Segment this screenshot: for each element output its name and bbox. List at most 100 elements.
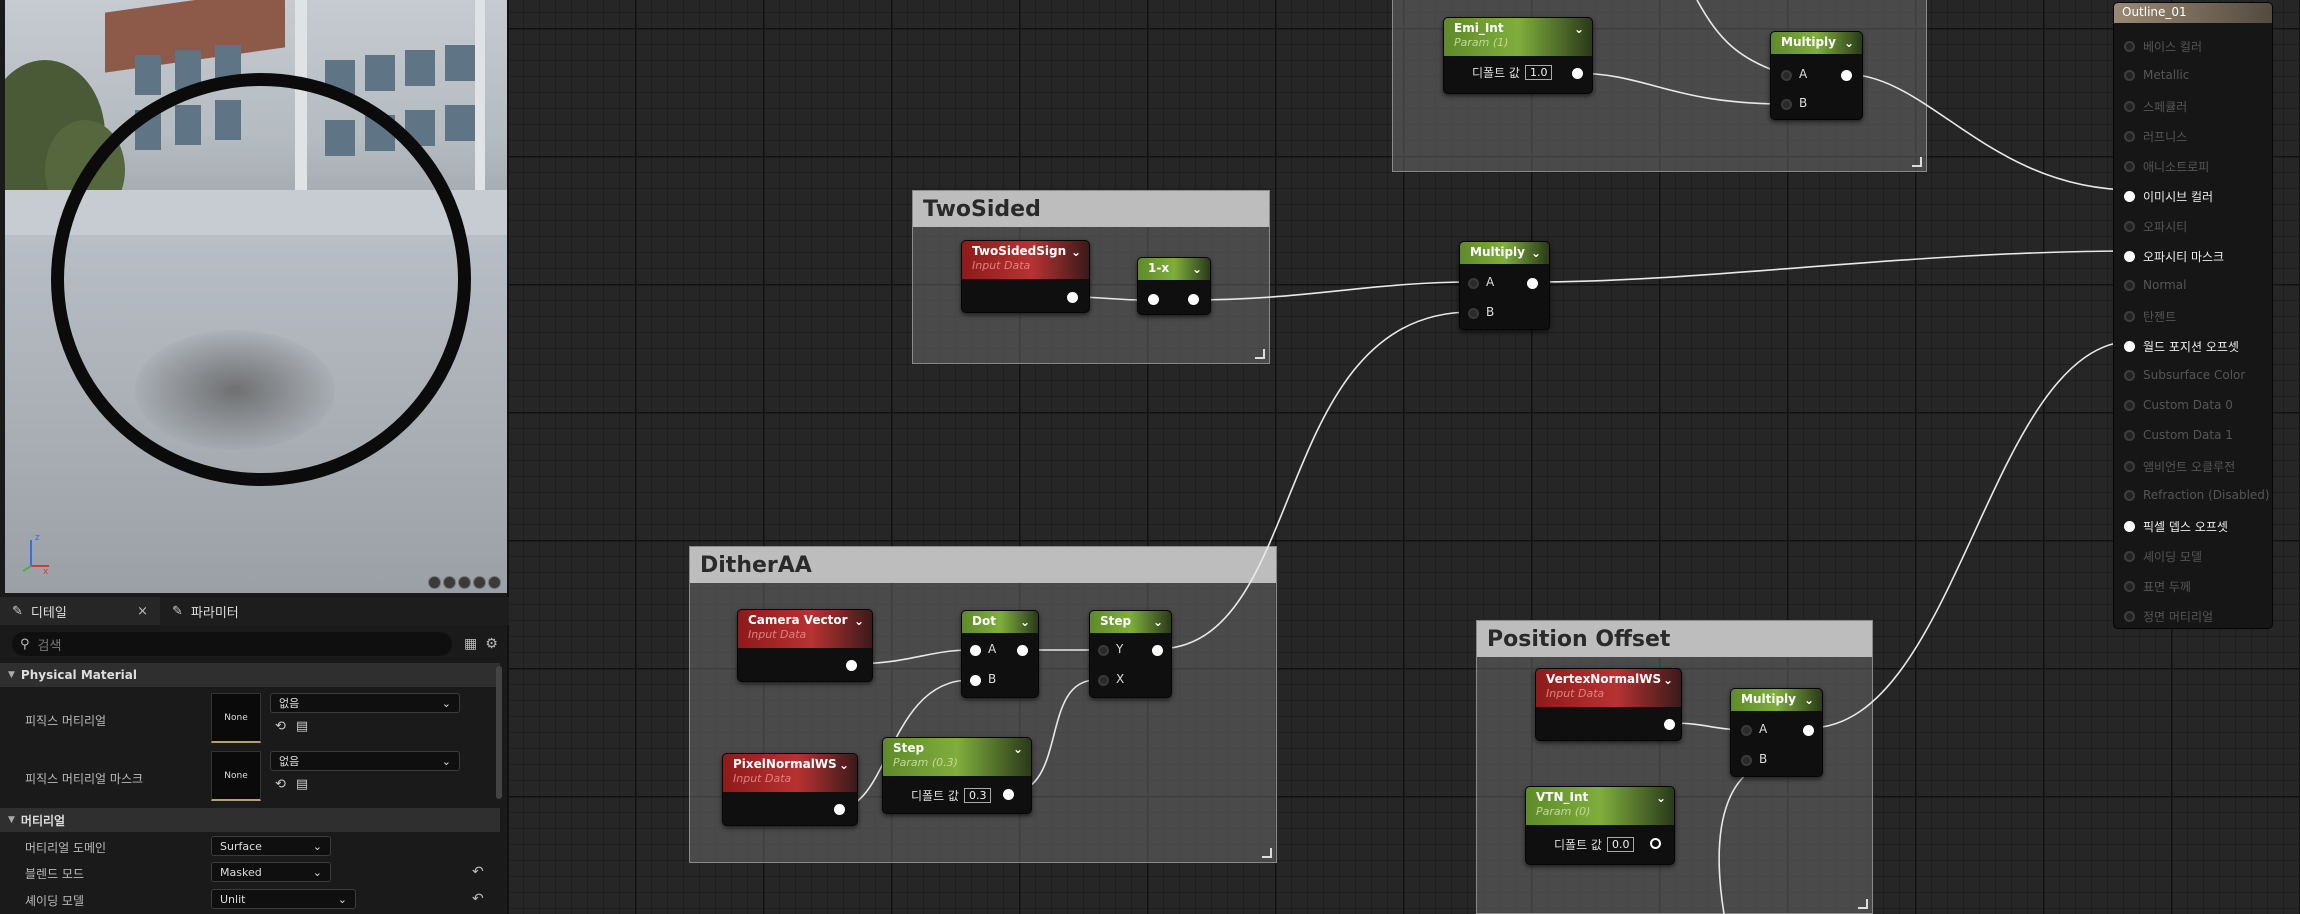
close-icon[interactable]: × (137, 603, 148, 619)
output-pin[interactable] (1188, 294, 1199, 305)
output-pin-row[interactable]: 애니소트로피 (2124, 158, 2209, 175)
output-pin[interactable] (1152, 645, 1163, 656)
blend-mode-dropdown[interactable]: Masked ⌄ (211, 862, 331, 882)
output-pin-row[interactable]: 정면 머티리얼 (2124, 608, 2213, 625)
physics-mask-thumbnail[interactable]: None (211, 751, 261, 801)
output-pin[interactable] (1003, 789, 1014, 800)
table-view-icon[interactable]: ▦ (464, 636, 478, 652)
output-pin-row[interactable]: Custom Data 1 (2124, 428, 2233, 442)
node-multiply-wpo[interactable]: Multiply⌄ A B (1730, 688, 1823, 777)
gear-icon[interactable]: ⚙ (485, 636, 498, 652)
input-pin-b[interactable] (1468, 308, 1479, 319)
pin-dot-icon[interactable] (2124, 461, 2135, 472)
pin-dot-icon[interactable] (2124, 191, 2135, 202)
pin-dot-icon[interactable] (2124, 399, 2135, 411)
output-pin[interactable] (1650, 838, 1661, 849)
output-pin-row[interactable]: 오파시티 (2124, 218, 2187, 235)
output-pin[interactable] (1527, 278, 1538, 289)
chevron-down-icon[interactable]: ⌄ (1019, 615, 1030, 629)
output-pin-row[interactable]: Subsurface Color (2124, 368, 2245, 382)
node-step[interactable]: Step⌄ Y X (1089, 610, 1172, 698)
output-pin[interactable] (1572, 68, 1583, 79)
node-multiply-opacity[interactable]: Multiply⌄ A B (1459, 241, 1550, 330)
physics-material-thumbnail[interactable]: None (211, 693, 261, 743)
search-input[interactable]: 검색 (37, 638, 62, 654)
pin-dot-icon[interactable] (2124, 131, 2135, 142)
input-pin-b[interactable] (1741, 755, 1752, 766)
output-pin-row[interactable]: 이미시브 컬러 (2124, 188, 2213, 205)
pin-dot-icon[interactable] (2124, 611, 2135, 622)
reset-arrow-icon[interactable]: ↶ (472, 891, 484, 907)
output-pin[interactable] (1067, 292, 1078, 303)
node-multiply-emissive[interactable]: Multiply⌄ A B (1770, 31, 1863, 120)
pin-dot-icon[interactable] (2124, 369, 2135, 381)
output-pin[interactable] (1841, 70, 1852, 81)
pin-dot-icon[interactable] (2124, 69, 2135, 81)
cylinder-icon[interactable] (428, 576, 441, 589)
input-pin-b[interactable] (970, 675, 981, 686)
pin-dot-icon[interactable] (2124, 251, 2135, 262)
output-pin[interactable] (834, 804, 845, 815)
chevron-down-icon[interactable]: ⌄ (838, 758, 849, 772)
output-pin-row[interactable]: Normal (2124, 278, 2186, 292)
pin-dot-icon[interactable] (2124, 489, 2135, 501)
use-selected-icon[interactable]: ⟲ (275, 719, 286, 734)
resize-handle-icon[interactable] (1262, 848, 1272, 858)
chevron-down-icon[interactable]: ⌄ (1573, 22, 1584, 36)
output-pin[interactable] (1664, 719, 1675, 730)
input-pin-a[interactable] (970, 645, 981, 656)
chevron-down-icon[interactable]: ⌄ (1662, 673, 1673, 687)
tab-details[interactable]: ✎디테일 × (0, 597, 160, 625)
chevron-down-icon[interactable]: ⌄ (1655, 791, 1666, 805)
input-pin-a[interactable] (1781, 70, 1792, 81)
pin-dot-icon[interactable] (2124, 161, 2135, 172)
output-pin-row[interactable]: 러프니스 (2124, 128, 2187, 145)
pin-dot-icon[interactable] (2124, 581, 2135, 592)
output-pin-row[interactable]: Metallic (2124, 68, 2189, 82)
pin-dot-icon[interactable] (2124, 341, 2135, 352)
reset-arrow-icon[interactable]: ↶ (472, 864, 484, 880)
details-search-box[interactable]: ⚲ 검색 (12, 632, 452, 656)
plane-icon[interactable] (458, 576, 471, 589)
use-selected-icon[interactable]: ⟲ (275, 777, 286, 792)
output-pin-row[interactable]: Refraction (Disabled) (2124, 488, 2270, 502)
input-pin-a[interactable] (1741, 725, 1752, 736)
node-one-minus[interactable]: 1-x⌄ (1137, 257, 1211, 315)
output-pin-row[interactable]: 픽셀 뎁스 오프셋 (2124, 518, 2228, 535)
node-dot[interactable]: Dot⌄ A B (961, 610, 1039, 698)
input-pin-a[interactable] (1468, 278, 1479, 289)
chevron-down-icon[interactable]: ⌄ (1152, 615, 1163, 629)
input-pin-y[interactable] (1098, 645, 1109, 656)
pin-dot-icon[interactable] (2124, 551, 2135, 562)
browse-icon[interactable]: ▤ (295, 719, 309, 734)
material-preview-viewport[interactable]: z x (5, 0, 507, 593)
teapot-icon[interactable] (488, 576, 501, 589)
physics-mask-dropdown[interactable]: 없음 ⌄ (270, 751, 460, 771)
input-pin[interactable] (1148, 294, 1159, 305)
default-value-field[interactable]: 1.0 (1524, 65, 1553, 80)
pin-dot-icon[interactable] (2124, 429, 2135, 441)
default-value-field[interactable]: 0.3 (963, 788, 992, 803)
category-physical-material[interactable]: ▼ Physical Material (0, 663, 500, 687)
output-pin-row[interactable]: 월드 포지션 오프셋 (2124, 338, 2239, 355)
resize-handle-icon[interactable] (1858, 899, 1868, 909)
details-scrollbar[interactable] (496, 666, 502, 799)
sphere-icon[interactable] (443, 576, 456, 589)
output-pin-row[interactable]: 베이스 컬러 (2124, 38, 2202, 55)
material-domain-dropdown[interactable]: Surface ⌄ (211, 836, 331, 856)
cube-icon[interactable] (473, 576, 486, 589)
preview-shape-buttons[interactable] (428, 576, 501, 589)
chevron-down-icon[interactable]: ⌄ (1070, 245, 1081, 259)
chevron-down-icon[interactable]: ⌄ (1803, 693, 1814, 707)
output-pin-row[interactable]: 오파시티 마스크 (2124, 248, 2224, 265)
chevron-down-icon[interactable]: ⌄ (1843, 36, 1854, 50)
output-pin-row[interactable]: 표면 두께 (2124, 578, 2191, 595)
material-graph-canvas[interactable]: TwoSided DitherAA Position Offset (509, 0, 2300, 914)
